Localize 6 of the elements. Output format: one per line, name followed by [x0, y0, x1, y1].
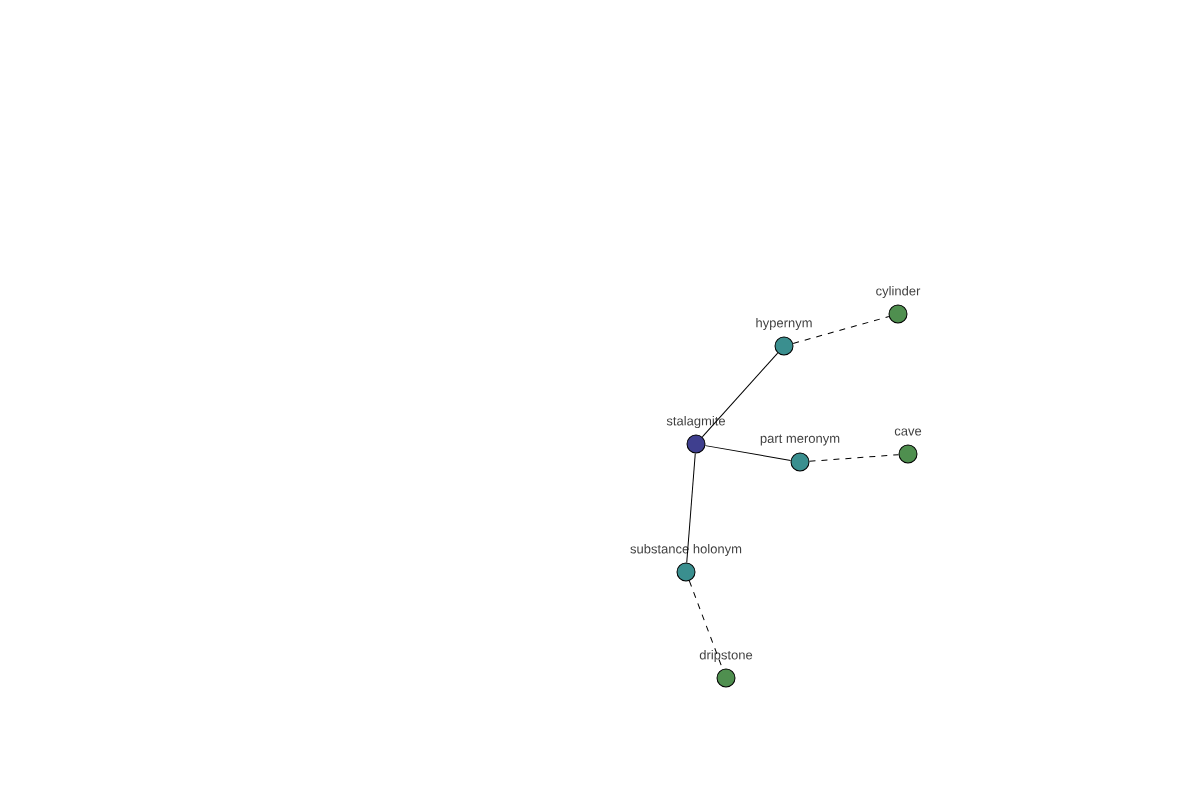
edge-line — [686, 453, 696, 564]
edge-line — [688, 580, 724, 670]
edge-line — [809, 454, 900, 462]
edge-line — [792, 316, 890, 344]
edge-line — [704, 445, 792, 461]
edge-line — [701, 352, 779, 438]
